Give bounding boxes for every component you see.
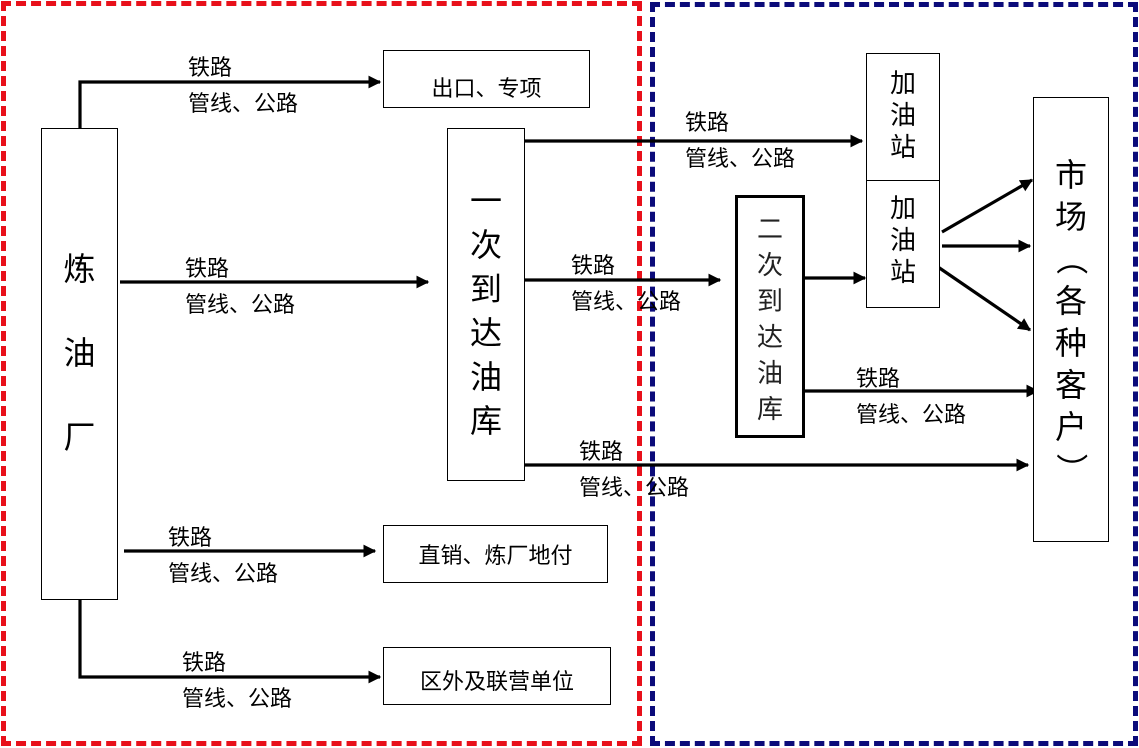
joint-units-label: 区外及联营单位 [419,670,574,695]
market-label-char: 户 [1054,408,1087,446]
edge-label-line: 铁路 [182,651,227,676]
edge-label-primary-market: 铁路 管线、公路 [579,435,689,507]
secondary-depot-label: 二 次 到 达 油 库 [738,212,802,428]
edge-label-line: 铁路 [685,111,730,136]
edge-label-line: 管线、公路 [168,562,279,587]
edge-label-line: 管线、公路 [685,147,796,172]
direct-sales-node: 直销、炼厂地付 [383,525,608,583]
edge-refinery-export [78,75,382,128]
market-label-char: 场 [1054,198,1087,236]
distribution-region-boundary [650,2,1138,746]
refinery-label-char: 炼 [63,250,96,288]
refinery-label-char: 油 [63,334,96,372]
edge-label-line: 管线、公路 [182,687,293,712]
refinery-region-boundary [1,1,642,746]
edge-label-line: 管线、公路 [185,293,296,318]
joint-units-node: 区外及联营单位 [383,647,611,705]
gas-station-2-label: 加 油 站 [867,193,939,289]
secondary-depot-label-char: 次 [756,251,783,281]
export-node: 出口、专项 [383,50,590,108]
refinery-node: 炼 油 厂 [41,128,118,600]
edge-label-line: 管线、公路 [571,290,682,315]
edge-label-line: 铁路 [168,526,213,551]
market-label-char: 市 [1054,156,1087,194]
edge-label-secondary-market: 铁路 管线、公路 [856,362,966,434]
edge-label-refinery-export: 铁路 管线、公路 [188,51,298,123]
market-label-char: （ [1051,242,1090,276]
edge-label-line: 管线、公路 [856,403,967,428]
edge-label-refinery-joint: 铁路 管线、公路 [182,646,292,718]
primary-depot-label-char: 次 [469,226,502,264]
secondary-depot-label-char: 二 [756,215,783,245]
edge-label-line: 铁路 [579,440,624,465]
export-label: 出口、专项 [431,77,542,102]
edge-label-refinery-direct: 铁路 管线、公路 [168,521,278,593]
secondary-depot-label-char: 库 [756,395,783,425]
primary-depot-label-char: 油 [469,358,502,396]
refinery-label-char: 厂 [63,418,96,456]
secondary-depot-label-char: 油 [756,359,783,389]
primary-depot-label-char: 达 [469,314,502,352]
market-label-char: ） [1051,452,1090,486]
market-label-char: 客 [1054,366,1087,404]
primary-depot-label-char: 库 [469,402,502,440]
market-label: 市 场 （ 各 种 客 户 ） [1034,154,1108,490]
secondary-depot-label-char: 达 [756,323,783,353]
gas-station-1-label-char: 油 [889,101,916,131]
edge-label-line: 铁路 [188,56,233,81]
market-label-char: 各 [1054,282,1087,320]
market-node: 市 场 （ 各 种 客 户 ） [1033,97,1109,542]
edge-label-line: 管线、公路 [579,476,690,501]
primary-depot-label: 一 次 到 达 油 库 [448,179,524,443]
edge-label-refinery-primary: 铁路 管线、公路 [185,252,295,324]
refinery-label: 炼 油 厂 [42,227,117,479]
edge-label-line: 铁路 [856,367,901,392]
gas-station-1-label-char: 加 [889,69,916,99]
primary-depot-label-char: 一 [469,182,502,220]
primary-depot-node: 一 次 到 达 油 库 [447,128,525,481]
primary-depot-label-char: 到 [469,270,502,308]
edge-gas-station-market-upper [941,178,1034,234]
gas-station-2-label-char: 油 [889,226,916,256]
edge-label-primary-secondary: 铁路 管线、公路 [571,249,681,321]
edge-label-line: 铁路 [571,254,616,279]
secondary-depot-label-char: 到 [756,287,783,317]
gas-station-node-1: 加 油 站 [866,53,940,181]
edge-refinery-joint-units [78,600,382,684]
gas-station-1-label-char: 站 [889,133,916,163]
edge-label-primary-station: 铁路 管线、公路 [685,106,795,178]
gas-station-1-label: 加 油 站 [867,68,939,164]
edge-gas-station-market-lower [937,265,1032,332]
direct-sales-label: 直销、炼厂地付 [418,544,573,569]
market-label-char: 种 [1054,324,1087,362]
gas-station-node-2: 加 油 站 [866,180,940,308]
edge-label-line: 管线、公路 [188,92,299,117]
secondary-depot-node: 二 次 到 达 油 库 [735,195,805,438]
edge-label-line: 铁路 [185,257,230,282]
gas-station-2-label-char: 加 [889,194,916,224]
gas-station-2-label-char: 站 [889,258,916,288]
